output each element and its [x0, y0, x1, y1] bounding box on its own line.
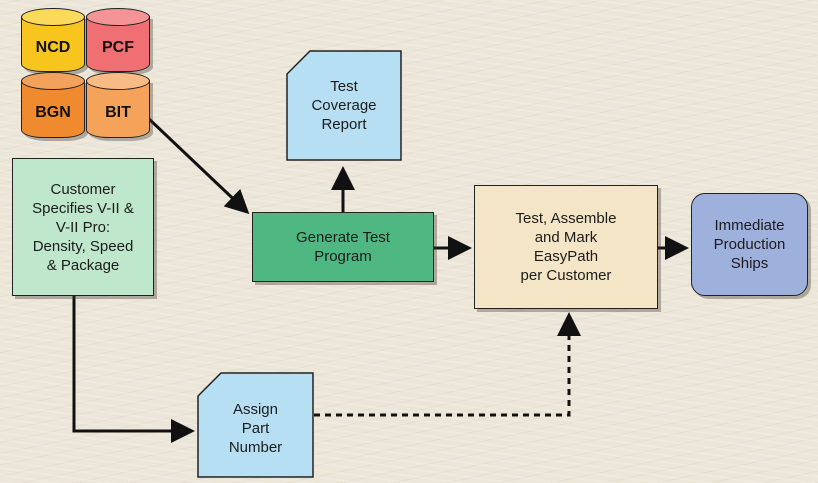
coverage-report-doc: Test Coverage Report [286, 50, 402, 161]
arrow-customer-to-assign [72, 296, 195, 443]
production-ships-label: Immediate Production Ships [713, 217, 786, 272]
customer-spec-box: Customer Specifies V-II & V-II Pro: Dens… [12, 158, 154, 296]
coverage-report-label: Test Coverage Report [311, 78, 377, 133]
assign-part-label: Assign Part Number [228, 400, 283, 456]
assign-part-doc: Assign Part Number [197, 372, 314, 478]
test-assemble-box: Test, Assemble and Mark EasyPath per Cus… [474, 185, 658, 309]
bit-label: BIT [105, 104, 131, 121]
customer-spec-label: Customer Specifies V-II & V-II Pro: Dens… [32, 180, 134, 274]
arrow-databases-to-generate [146, 116, 250, 215]
pcf-database-cap [85, 8, 150, 26]
ncd-database-cap [20, 8, 85, 26]
bit-database: BIT [85, 72, 150, 138]
bgn-label: BGN [35, 104, 71, 121]
ncd-label: NCD [35, 39, 71, 56]
dotted-arrow-assign-to-test [314, 312, 581, 417]
pcf-label: PCF [102, 39, 134, 56]
generate-test-program-label: Generate Test Program [296, 229, 390, 265]
assign-part-outline [197, 372, 314, 478]
coverage-report-outline [286, 50, 402, 161]
bgn-database-cap [20, 72, 85, 90]
pcf-database: PCF [85, 8, 150, 72]
generate-test-program-box: Generate Test Program [252, 212, 434, 282]
bgn-database: BGN [20, 72, 85, 138]
test-assemble-label: Test, Assemble and Mark EasyPath per Cus… [515, 210, 617, 284]
production-ships-box: Immediate Production Ships [691, 193, 808, 296]
bit-database-cap [85, 72, 150, 90]
ncd-database: NCD [20, 8, 85, 72]
